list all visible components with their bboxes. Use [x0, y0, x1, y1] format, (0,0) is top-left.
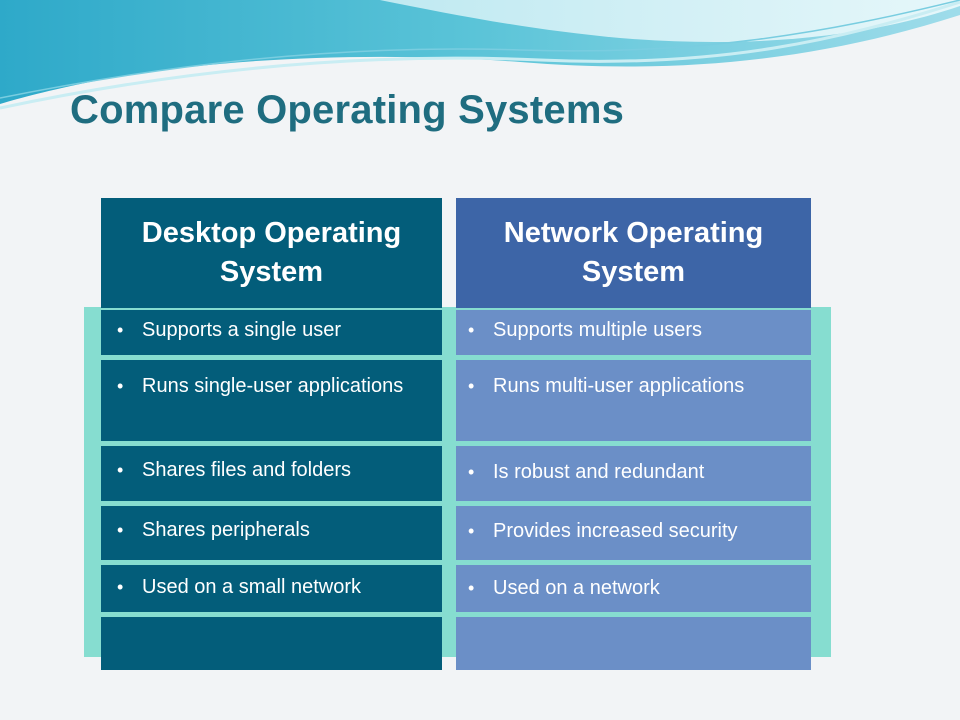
list-item: • Is robust and redundant [456, 446, 811, 501]
list-item: • Runs multi-user applications [456, 360, 811, 441]
list-item: • Runs single-user applications [101, 360, 442, 441]
bullet-icon: • [117, 460, 124, 480]
list-item-text: Supports multiple users [493, 319, 702, 341]
bullet-icon: • [468, 578, 475, 598]
list-item-text: Shares peripherals [142, 519, 310, 541]
empty-row [101, 617, 442, 670]
list-item-text: Runs single-user applications [142, 375, 404, 397]
list-item-text: Runs multi-user applications [493, 375, 745, 397]
bullet-icon: • [468, 462, 475, 482]
list-item-text: Is robust and redundant [493, 461, 705, 483]
empty-row [456, 617, 811, 670]
list-item-text: Provides increased security [493, 520, 738, 542]
list-item: • Supports multiple users [456, 310, 811, 355]
header-wave-decoration [0, 0, 960, 110]
bullet-icon: • [468, 376, 475, 396]
list-item-text: Used on a small network [142, 576, 361, 598]
bullet-icon: • [117, 577, 124, 597]
network-os-header: Network Operating System [456, 198, 811, 308]
list-item-text: Used on a network [493, 577, 660, 599]
list-item: • Provides increased security [456, 506, 811, 560]
bullet-icon: • [117, 320, 124, 340]
bullet-icon: • [117, 376, 124, 396]
list-item: • Shares files and folders [101, 446, 442, 501]
list-item-text: Supports a single user [142, 319, 342, 341]
list-item: • Used on a small network [101, 565, 442, 612]
list-item-text: Shares files and folders [142, 459, 352, 481]
slide-title: Compare Operating Systems [70, 88, 625, 132]
bullet-icon: • [117, 520, 124, 540]
bullet-icon: • [468, 521, 475, 541]
desktop-os-header: Desktop Operating System [101, 198, 442, 308]
list-item: • Supports a single user [101, 310, 442, 355]
bullet-icon: • [468, 320, 475, 340]
list-item: • Used on a network [456, 565, 811, 612]
list-item: • Shares peripherals [101, 506, 442, 560]
